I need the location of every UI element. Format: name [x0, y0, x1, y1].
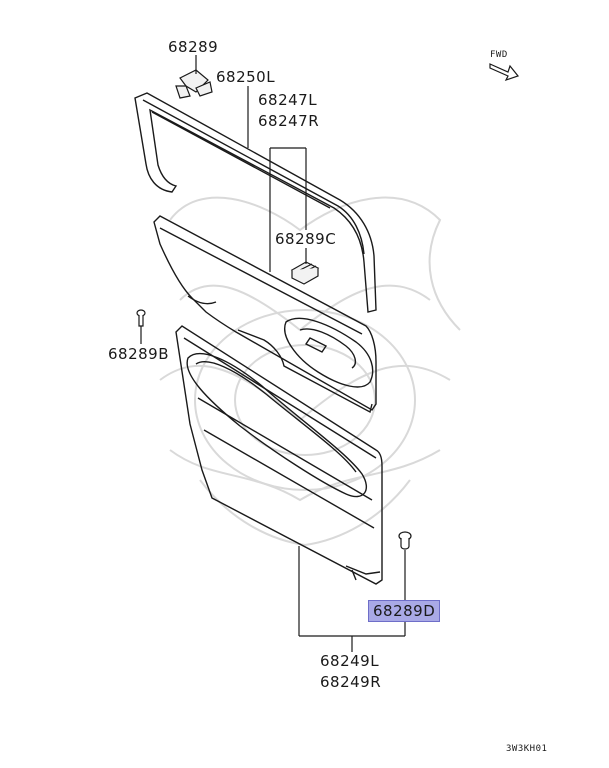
- label-68247L[interactable]: 68247L: [258, 91, 318, 109]
- fwd-arrow-icon: [489, 63, 520, 82]
- drawing-code: 3W3KH01: [506, 744, 548, 754]
- fwd-label: FWD: [490, 50, 508, 60]
- window-frame-68250L: [134, 92, 377, 313]
- label-68289[interactable]: 68289: [168, 38, 219, 56]
- watermark-emblem: [159, 196, 461, 547]
- label-68250L[interactable]: 68250L: [216, 68, 276, 86]
- label-68249R[interactable]: 68249R: [320, 673, 382, 691]
- armrest-panel: [237, 317, 374, 414]
- label-68247R[interactable]: 68247R: [258, 112, 320, 130]
- pin-68289D: [398, 531, 412, 550]
- label-68289B[interactable]: 68289B: [108, 345, 170, 363]
- label-68289C[interactable]: 68289C: [275, 230, 337, 248]
- clip-68289: [175, 69, 213, 99]
- clip-68289C: [290, 261, 320, 285]
- pin-68289B: [136, 309, 146, 327]
- leader-lines: [140, 55, 406, 652]
- label-68289D[interactable]: 68289D: [368, 600, 441, 622]
- main-door-trim-68249: [175, 325, 383, 585]
- label-68249L[interactable]: 68249L: [320, 652, 380, 670]
- upper-trim-panel: [153, 215, 377, 411]
